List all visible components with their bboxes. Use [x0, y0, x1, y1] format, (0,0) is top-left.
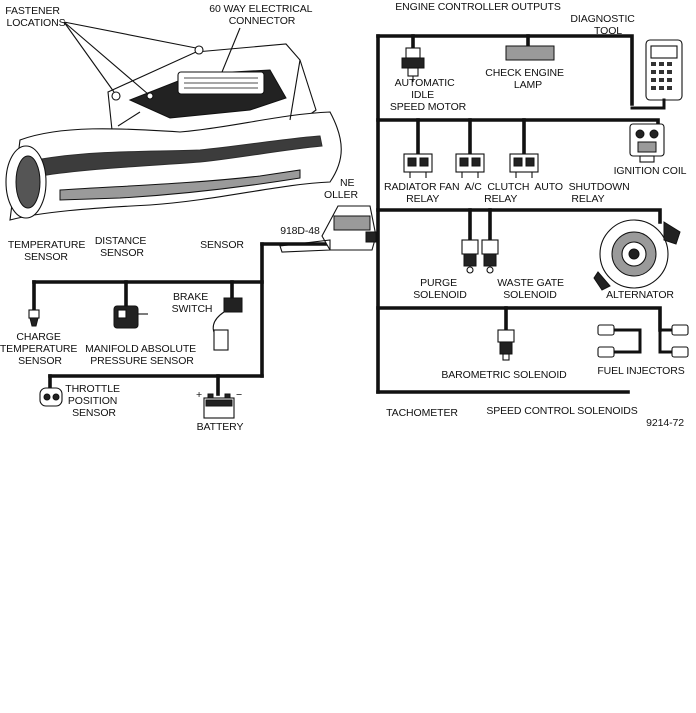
fastener-icon [111, 91, 121, 101]
wiring-harness [32, 34, 662, 396]
ignition-coil-label: IGNITION COIL [614, 165, 687, 177]
map-sensor-icon [113, 305, 148, 329]
ignition-coil-icon [629, 123, 665, 163]
battery-label: BATTERY [197, 421, 244, 433]
charge-temperature-sensor-icon [28, 309, 40, 327]
purge-solenoid-icon [461, 239, 479, 274]
brake-switch-label: BRAKE SWITCH [172, 291, 213, 315]
alternator-label: ALTERNATOR [606, 289, 674, 301]
map-sensor-label: MANIFOLD ABSOLUTE PRESSURE SENSOR [85, 343, 199, 367]
alternator-icon [593, 219, 681, 291]
fuel-injectors-label: FUEL INJECTORS [597, 365, 684, 377]
ac-clutch-relay-icon [455, 153, 485, 178]
engine-controller-label: NE OLLER [324, 177, 358, 201]
sensor-partial-label: SENSOR [200, 239, 244, 251]
engine-controller-outputs-title: ENGINE CONTROLLER OUTPUTS [395, 1, 561, 13]
throttle-position-sensor-label: THROTTLE POSITION SENSOR [65, 383, 122, 419]
battery-plus-label: + [196, 389, 202, 401]
connector-label: 60 WAY ELECTRICAL CONNECTOR [209, 3, 315, 27]
check-engine-lamp-icon [505, 45, 555, 61]
idle-speed-motor-icon [401, 47, 425, 82]
fastener-icon [146, 92, 154, 100]
fuel-injectors-icon [597, 324, 689, 358]
charge-temperature-sensor-label: CHARGE TEMPERATURE SENSOR [0, 331, 80, 367]
diagnostic-tool-icon [630, 39, 683, 110]
battery-icon [203, 393, 235, 419]
purge-solenoid-label: PURGE SOLENOID [413, 277, 467, 301]
fastener-icon [194, 45, 204, 55]
relays-row1-label: RADIATOR FAN A/C CLUTCH AUTO SHUTDOWN [384, 181, 630, 193]
fastener-locations-label: FASTENER LOCATIONS [5, 5, 65, 29]
part-code-label: 918D-48 [280, 225, 320, 237]
speed-control-solenoids-label: SPEED CONTROL SOLENOIDS [486, 405, 637, 417]
waste-gate-solenoid-icon [481, 239, 499, 274]
brake-switch-icon [212, 297, 243, 351]
engine-controller-icon [279, 205, 377, 253]
intake-housing-illustration [5, 21, 342, 221]
barometric-solenoid-label: BAROMETRIC SOLENOID [441, 369, 567, 381]
auto-shutdown-relay-icon [509, 153, 539, 178]
figure-code-label: 9214-72 [646, 417, 684, 429]
distance-sensor-label: DISTANCE SENSOR [95, 235, 149, 259]
tachometer-label: TACHOMETER [386, 407, 458, 419]
relays-row2-label: RELAY RELAY RELAY [406, 193, 605, 205]
battery-minus-label: − [236, 389, 242, 401]
diagnostic-tool-label: DIAGNOSTIC TOOL [570, 13, 637, 37]
idle-speed-motor-label: AUTOMATIC IDLE SPEED MOTOR [390, 77, 467, 113]
temperature-sensor-label: TEMPERATURE SENSOR [8, 239, 88, 263]
check-engine-lamp-label: CHECK ENGINE LAMP [485, 67, 567, 91]
radiator-fan-relay-icon [403, 153, 433, 178]
waste-gate-solenoid-label: WASTE GATE SOLENOID [497, 277, 567, 301]
throttle-position-sensor-icon [39, 387, 63, 407]
barometric-solenoid-icon [497, 329, 515, 361]
connector-pins [184, 77, 258, 89]
